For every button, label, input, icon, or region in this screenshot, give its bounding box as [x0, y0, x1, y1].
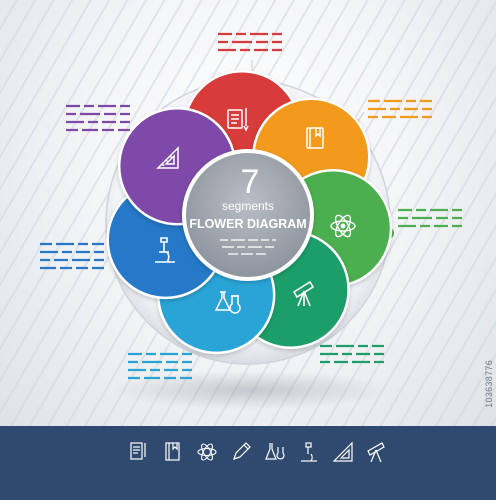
flower-diagram: 7 segments FLOWER DIAGRAM [40, 32, 462, 380]
center-subtitle: segments [222, 199, 274, 213]
label-top [218, 32, 282, 52]
document-pen-icon [128, 441, 150, 463]
ruler-triangle-icon [332, 441, 354, 463]
center-text-placeholder [220, 239, 276, 255]
telescope-icon [366, 441, 388, 463]
flasks-icon [264, 441, 286, 463]
label-bottom-left [128, 352, 192, 380]
flasks-icon [214, 291, 241, 314]
atom-icon [196, 441, 218, 463]
document-pen-icon [227, 108, 249, 132]
center-circle [182, 149, 314, 281]
icon-toolbar [0, 426, 496, 500]
label-bottom-right [320, 344, 384, 364]
atom-icon [330, 214, 356, 238]
drop-shadow [110, 370, 390, 410]
book-icon [306, 127, 324, 149]
ruler-triangle-icon [156, 146, 179, 169]
microscope-icon [298, 441, 320, 463]
center-number: 7 [241, 163, 260, 201]
label-top-left [66, 104, 130, 132]
telescope-icon [292, 280, 315, 307]
book-icon [162, 441, 184, 463]
label-right [398, 208, 462, 228]
label-left [40, 242, 104, 270]
center-title: FLOWER DIAGRAM [189, 217, 306, 231]
stock-id-watermark: 103638776 [484, 360, 494, 408]
pencil-icon [230, 441, 252, 463]
microscope-icon [155, 237, 175, 263]
label-top-right [368, 99, 432, 119]
